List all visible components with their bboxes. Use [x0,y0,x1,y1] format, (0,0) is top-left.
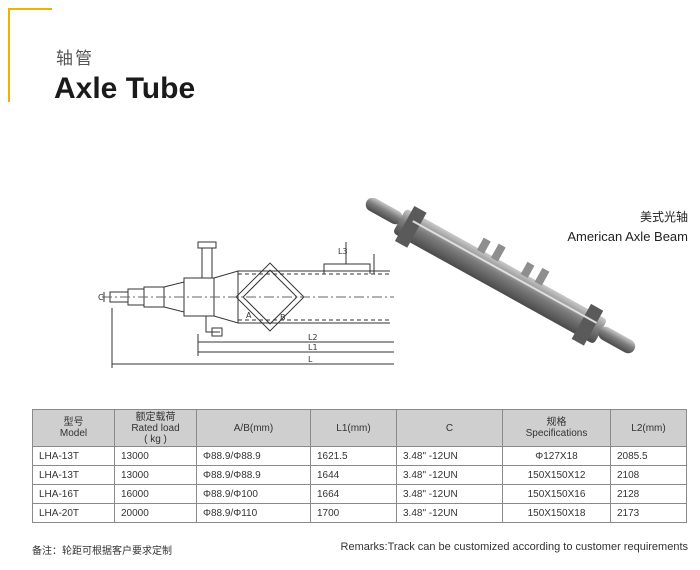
table-row: LHA-16T 16000 Φ88.9/Φ100 1664 3.48" -12U… [32,484,687,504]
dim-label-c: C [98,293,104,302]
cell-model: LHA-13T [32,446,115,466]
cell-c: 3.48" -12UN [396,465,503,485]
beam-body [394,209,606,343]
cell-specifications: 150X150X16 [502,484,611,504]
spindle-left [365,198,403,225]
col-header-specifications: 规格 Specifications [502,409,611,447]
axle-technical-drawing: C L3 L2 L1 L A B [98,241,394,368]
page-title: Axle Tube [54,72,196,105]
remark-english: Remarks:Track can be customized accordin… [340,541,688,553]
cell-l2: 2173 [610,503,687,523]
col-header-l1: L1(mm) [310,409,397,447]
dim-label-l1: L1 [308,343,318,352]
cell-c: 3.48" -12UN [396,484,503,504]
cell-ab: Φ88.9/Φ88.9 [196,465,311,485]
cell-l1: 1621.5 [310,446,397,466]
table-row: LHA-20T 20000 Φ88.9/Φ110 1700 3.48" -12U… [32,503,687,523]
spindle-right [598,326,636,354]
dim-label-l: L [308,355,313,364]
spec-table: 型号 Model 额定载荷 Rated load ( kg ) A/B(mm) … [32,409,687,523]
beam-caption-english: American Axle Beam [567,229,688,244]
cell-c: 3.48" -12UN [396,446,503,466]
axle-beam-photo [365,198,636,354]
cell-specifications: Φ127X18 [502,446,611,466]
cell-l1: 1664 [310,484,397,504]
beam-caption-chinese: 美式光轴 [639,210,688,224]
cell-specifications: 150X150X18 [502,503,611,523]
cell-rated-load: 20000 [114,503,197,523]
dim-label-l2: L2 [308,333,318,342]
col-header-ab: A/B(mm) [196,409,311,447]
cell-l2: 2128 [610,484,687,504]
col-header-model: 型号 Model [32,409,115,447]
cell-ab: Φ88.9/Φ88.9 [196,446,311,466]
dim-label-l3: L3 [338,247,348,256]
col-header-c: C [396,409,503,447]
col-header-rated-load: 额定载荷 Rated load ( kg ) [114,409,197,447]
cell-specifications: 150X150X12 [502,465,611,485]
cell-ab: Φ88.9/Φ110 [196,503,311,523]
cell-model: LHA-20T [32,503,115,523]
cell-rated-load: 16000 [114,484,197,504]
dim-label-b: B [280,313,286,322]
cell-l1: 1644 [310,465,397,485]
cell-l2: 2085.5 [610,446,687,466]
table-row: LHA-13T 13000 Φ88.9/Φ88.9 1644 3.48" -12… [32,465,687,485]
cell-l2: 2108 [610,465,687,485]
dim-label-a: A [246,311,252,320]
table-header-row: 型号 Model 额定载荷 Rated load ( kg ) A/B(mm) … [32,409,687,447]
col-header-l2: L2(mm) [610,409,687,447]
cell-ab: Φ88.9/Φ100 [196,484,311,504]
page-title-chinese: 轴管 [56,49,94,69]
table-row: LHA-13T 13000 Φ88.9/Φ88.9 1621.5 3.48" -… [32,446,687,466]
remark-chinese: 备注：轮距可根据客户要求定制 [32,546,172,557]
title-bracket-decoration [8,8,52,102]
cell-rated-load: 13000 [114,465,197,485]
cell-l1: 1700 [310,503,397,523]
cell-model: LHA-13T [32,465,115,485]
cell-rated-load: 13000 [114,446,197,466]
cell-c: 3.48" -12UN [396,503,503,523]
beam-caption: 美式光轴 American Axle Beam [567,208,688,244]
cell-model: LHA-16T [32,484,115,504]
